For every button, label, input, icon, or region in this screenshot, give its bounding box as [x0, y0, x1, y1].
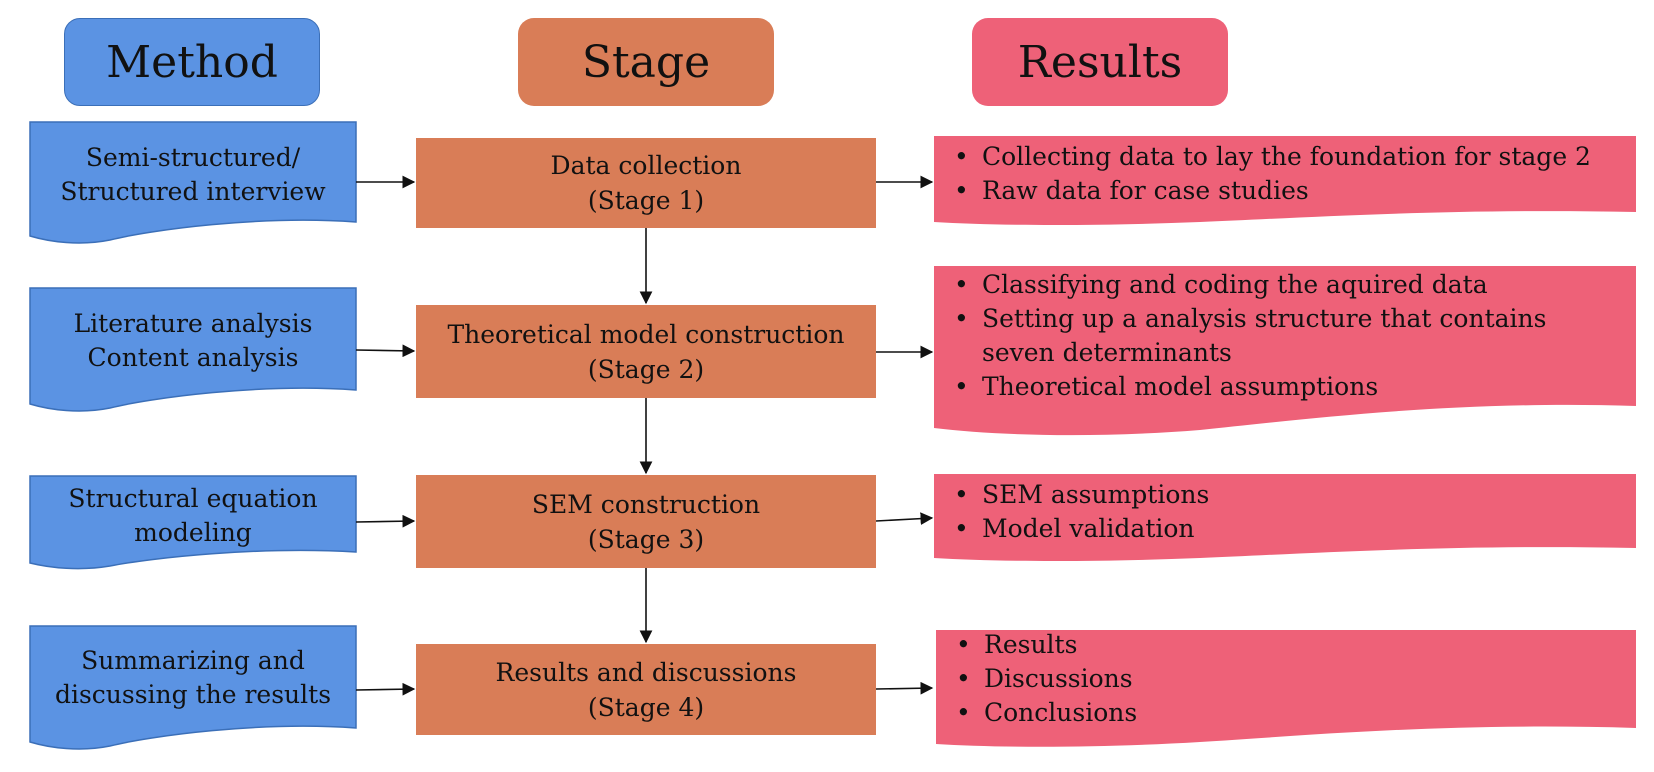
results-item: •Raw data for case studies — [946, 174, 1626, 208]
method-box-2: Literature analysis Content analysis — [30, 296, 356, 386]
method-box-3: Structural equation modeling — [30, 480, 356, 552]
stage-number: (Stage 4) — [587, 692, 705, 722]
results-item: •Collecting data to lay the foundation f… — [946, 140, 1626, 174]
method-line: Structured interview — [60, 177, 326, 206]
arrow-method-stage-4 — [355, 682, 416, 696]
results-item: •Classifying and coding the aquired data — [946, 268, 1586, 302]
stage-box-3: SEM construction (Stage 3) — [416, 475, 876, 568]
bullet-icon: • — [956, 664, 971, 693]
results-item: •Conclusions — [948, 696, 1628, 730]
method-header-label: Method — [106, 36, 278, 88]
stage-title: Data collection — [550, 151, 742, 180]
stage-box-4: Results and discussions (Stage 4) — [416, 644, 876, 735]
results-item: •Theoretical model assumptions — [946, 370, 1586, 404]
results-item: •SEM assumptions — [946, 478, 1626, 512]
arrow-stage-results-3 — [875, 512, 934, 526]
bullet-icon: • — [956, 630, 971, 659]
stage-header: Stage — [518, 18, 774, 106]
bullet-icon: • — [954, 514, 969, 543]
results-item: •Setting up a analysis structure that co… — [954, 304, 1547, 367]
results-list-3: •SEM assumptions •Model validation — [946, 478, 1626, 546]
stage-number: (Stage 1) — [587, 186, 705, 215]
bullet-icon: • — [954, 304, 969, 333]
bullet-icon: • — [954, 480, 969, 509]
method-line: Summarizing and — [81, 646, 305, 675]
method-line: Literature analysis — [73, 309, 313, 338]
arrow-method-stage-2 — [355, 344, 416, 358]
stage-number: (Stage 3) — [587, 524, 705, 554]
stage-title: SEM construction — [531, 489, 761, 519]
stage-box-1: Data collection (Stage 1) — [416, 138, 876, 228]
method-line: Structural equation — [68, 484, 318, 513]
method-line: Content analysis — [87, 343, 299, 372]
method-line: modeling — [134, 518, 252, 547]
method-box-1: Semi-structured/ Structured interview — [30, 130, 356, 220]
bullet-icon: • — [956, 698, 971, 727]
results-header: Results — [972, 18, 1228, 106]
results-item: •Model validation — [946, 512, 1626, 546]
arrow-stage-results-4 — [875, 681, 934, 695]
method-line: Semi-structured/ — [85, 143, 301, 172]
results-item: •Discussions — [948, 662, 1628, 696]
stage-number: (Stage 2) — [587, 354, 705, 384]
bullet-icon: • — [954, 372, 969, 401]
results-list-2: •Classifying and coding the aquired data… — [946, 268, 1586, 404]
method-box-4: Summarizing and discussing the results — [30, 640, 356, 716]
bullet-icon: • — [954, 270, 969, 299]
stage-box-2: Theoretical model construction (Stage 2) — [416, 305, 876, 398]
arrow-method-stage-3 — [355, 514, 416, 528]
method-line: discussing the results — [54, 680, 332, 709]
results-header-label: Results — [1017, 36, 1183, 88]
stage-title: Theoretical model construction — [447, 319, 845, 349]
results-list-4: •Results •Discussions •Conclusions — [948, 628, 1628, 730]
stage-title: Results and discussions — [495, 657, 797, 687]
bullet-icon: • — [954, 142, 969, 171]
stage-header-label: Stage — [581, 36, 711, 88]
method-header: Method — [64, 18, 320, 106]
bullet-icon: • — [954, 176, 969, 205]
results-list-1: •Collecting data to lay the foundation f… — [946, 140, 1626, 208]
results-item: •Results — [948, 628, 1628, 662]
